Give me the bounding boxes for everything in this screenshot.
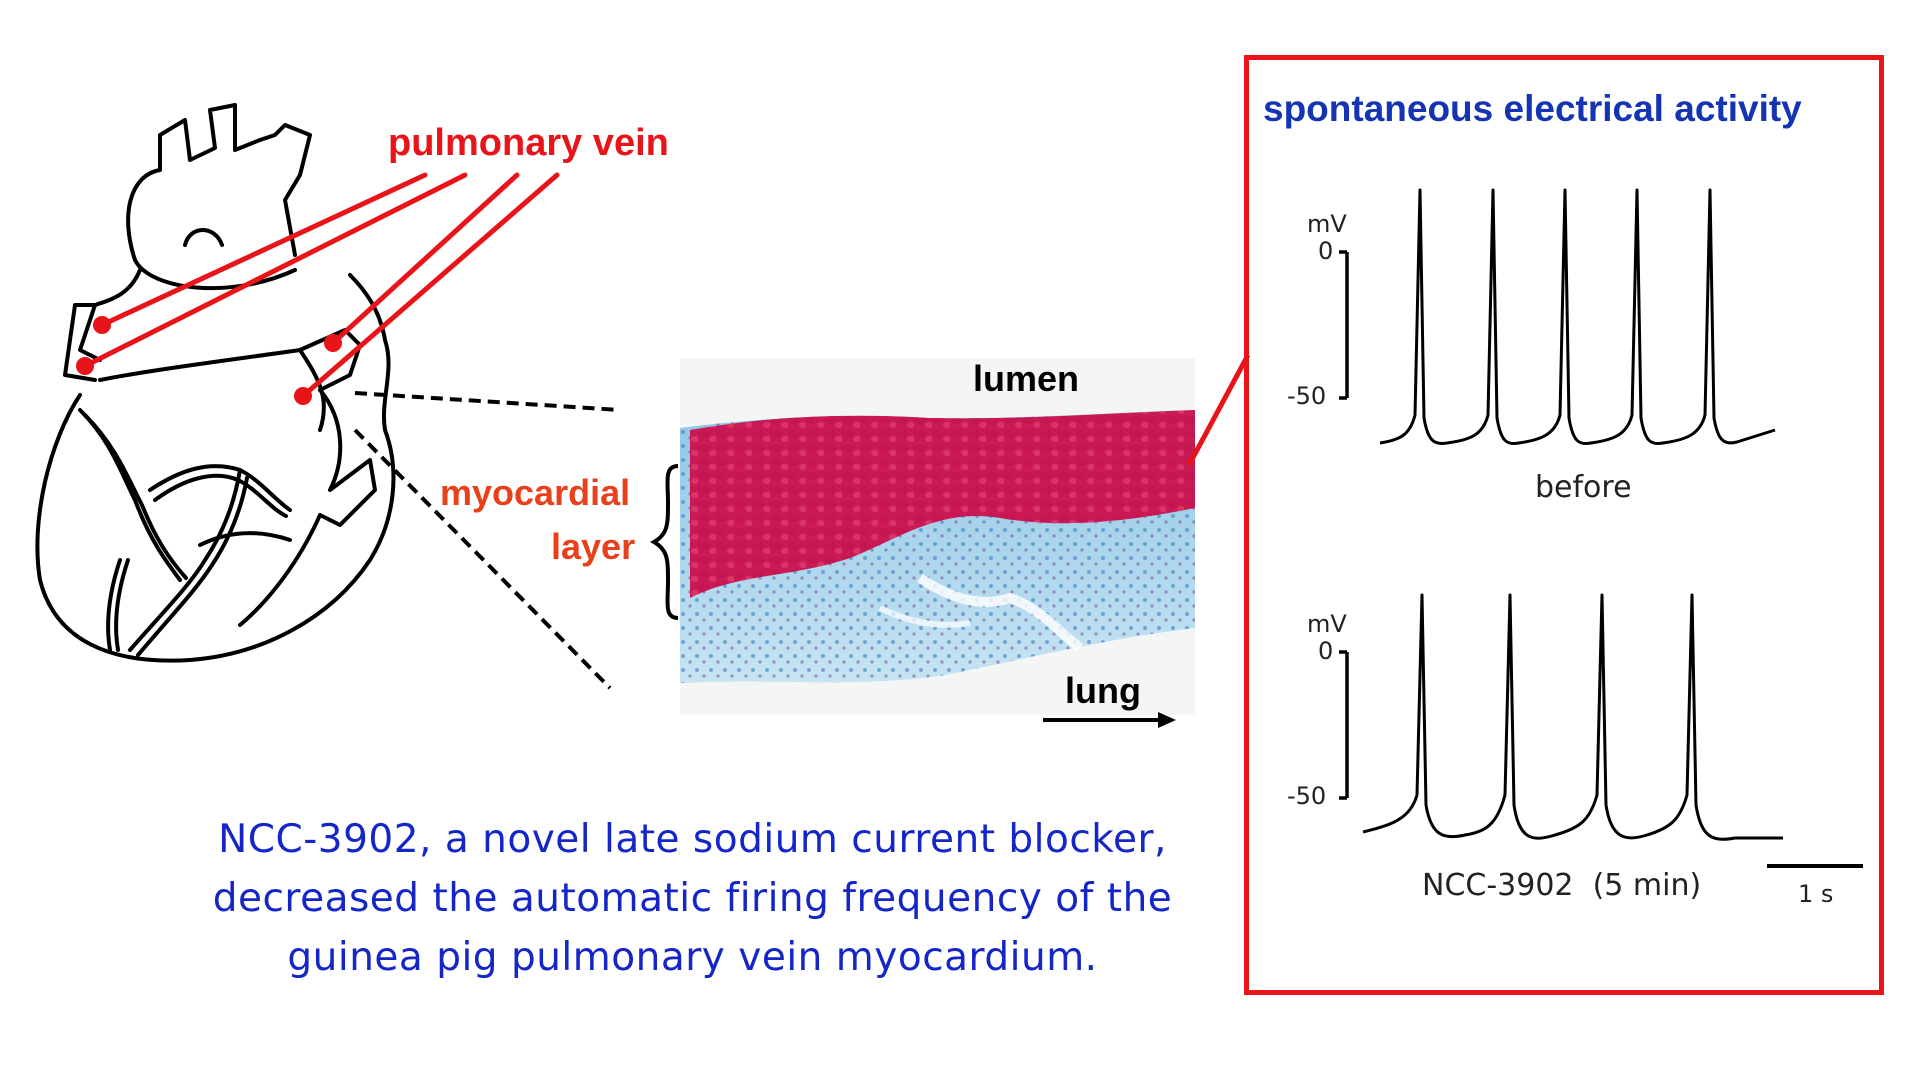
zoom-connector-lines [353,391,621,690]
trace-after-tick-0: 0 [1318,637,1334,665]
trace-after-tick-neg50: -50 [1287,782,1327,810]
panel-connector-line [1186,353,1251,467]
trace-after-waveform [1362,593,1783,841]
figure-caption: NCC-3902, a novel late sodium current bl… [150,810,1235,987]
lung-direction-arrow-icon [1043,712,1176,728]
trace-before-plot [1339,188,1776,445]
time-scale-bar [1767,864,1863,868]
lumen-label: lumen [973,358,1080,399]
trace-before-waveform [1379,188,1776,445]
time-scale-label: 1 s [1798,880,1834,908]
myocardial-label: myocardial [440,472,631,513]
caption-line-3: guinea pig pulmonary vein myocardium. [287,935,1098,980]
lung-label: lung [1065,670,1141,711]
trace-before-label: before [1535,470,1632,505]
caption-line-1: NCC-3902, a novel late sodium current bl… [218,817,1167,862]
electrical-activity-panel [1244,55,1884,995]
myocardial-layer-brace [649,464,679,620]
trace-after-unit: mV [1307,610,1347,638]
trace-before-tick-0: 0 [1318,237,1334,265]
trace-before-unit: mV [1307,210,1347,238]
heart-illustration [35,103,560,663]
caption-line-2: decreased the automatic firing frequency… [212,876,1173,921]
pulmonary-vein-label: pulmonary vein [388,122,669,164]
trace-before-tick-neg50: -50 [1287,382,1327,410]
layer-label: layer [551,526,636,567]
trace-after-plot [1339,593,1783,841]
panel-title: spontaneous electrical activity [1263,88,1802,129]
trace-after-label: NCC-3902 (5 min) [1422,868,1702,903]
histology-image [680,358,1195,715]
